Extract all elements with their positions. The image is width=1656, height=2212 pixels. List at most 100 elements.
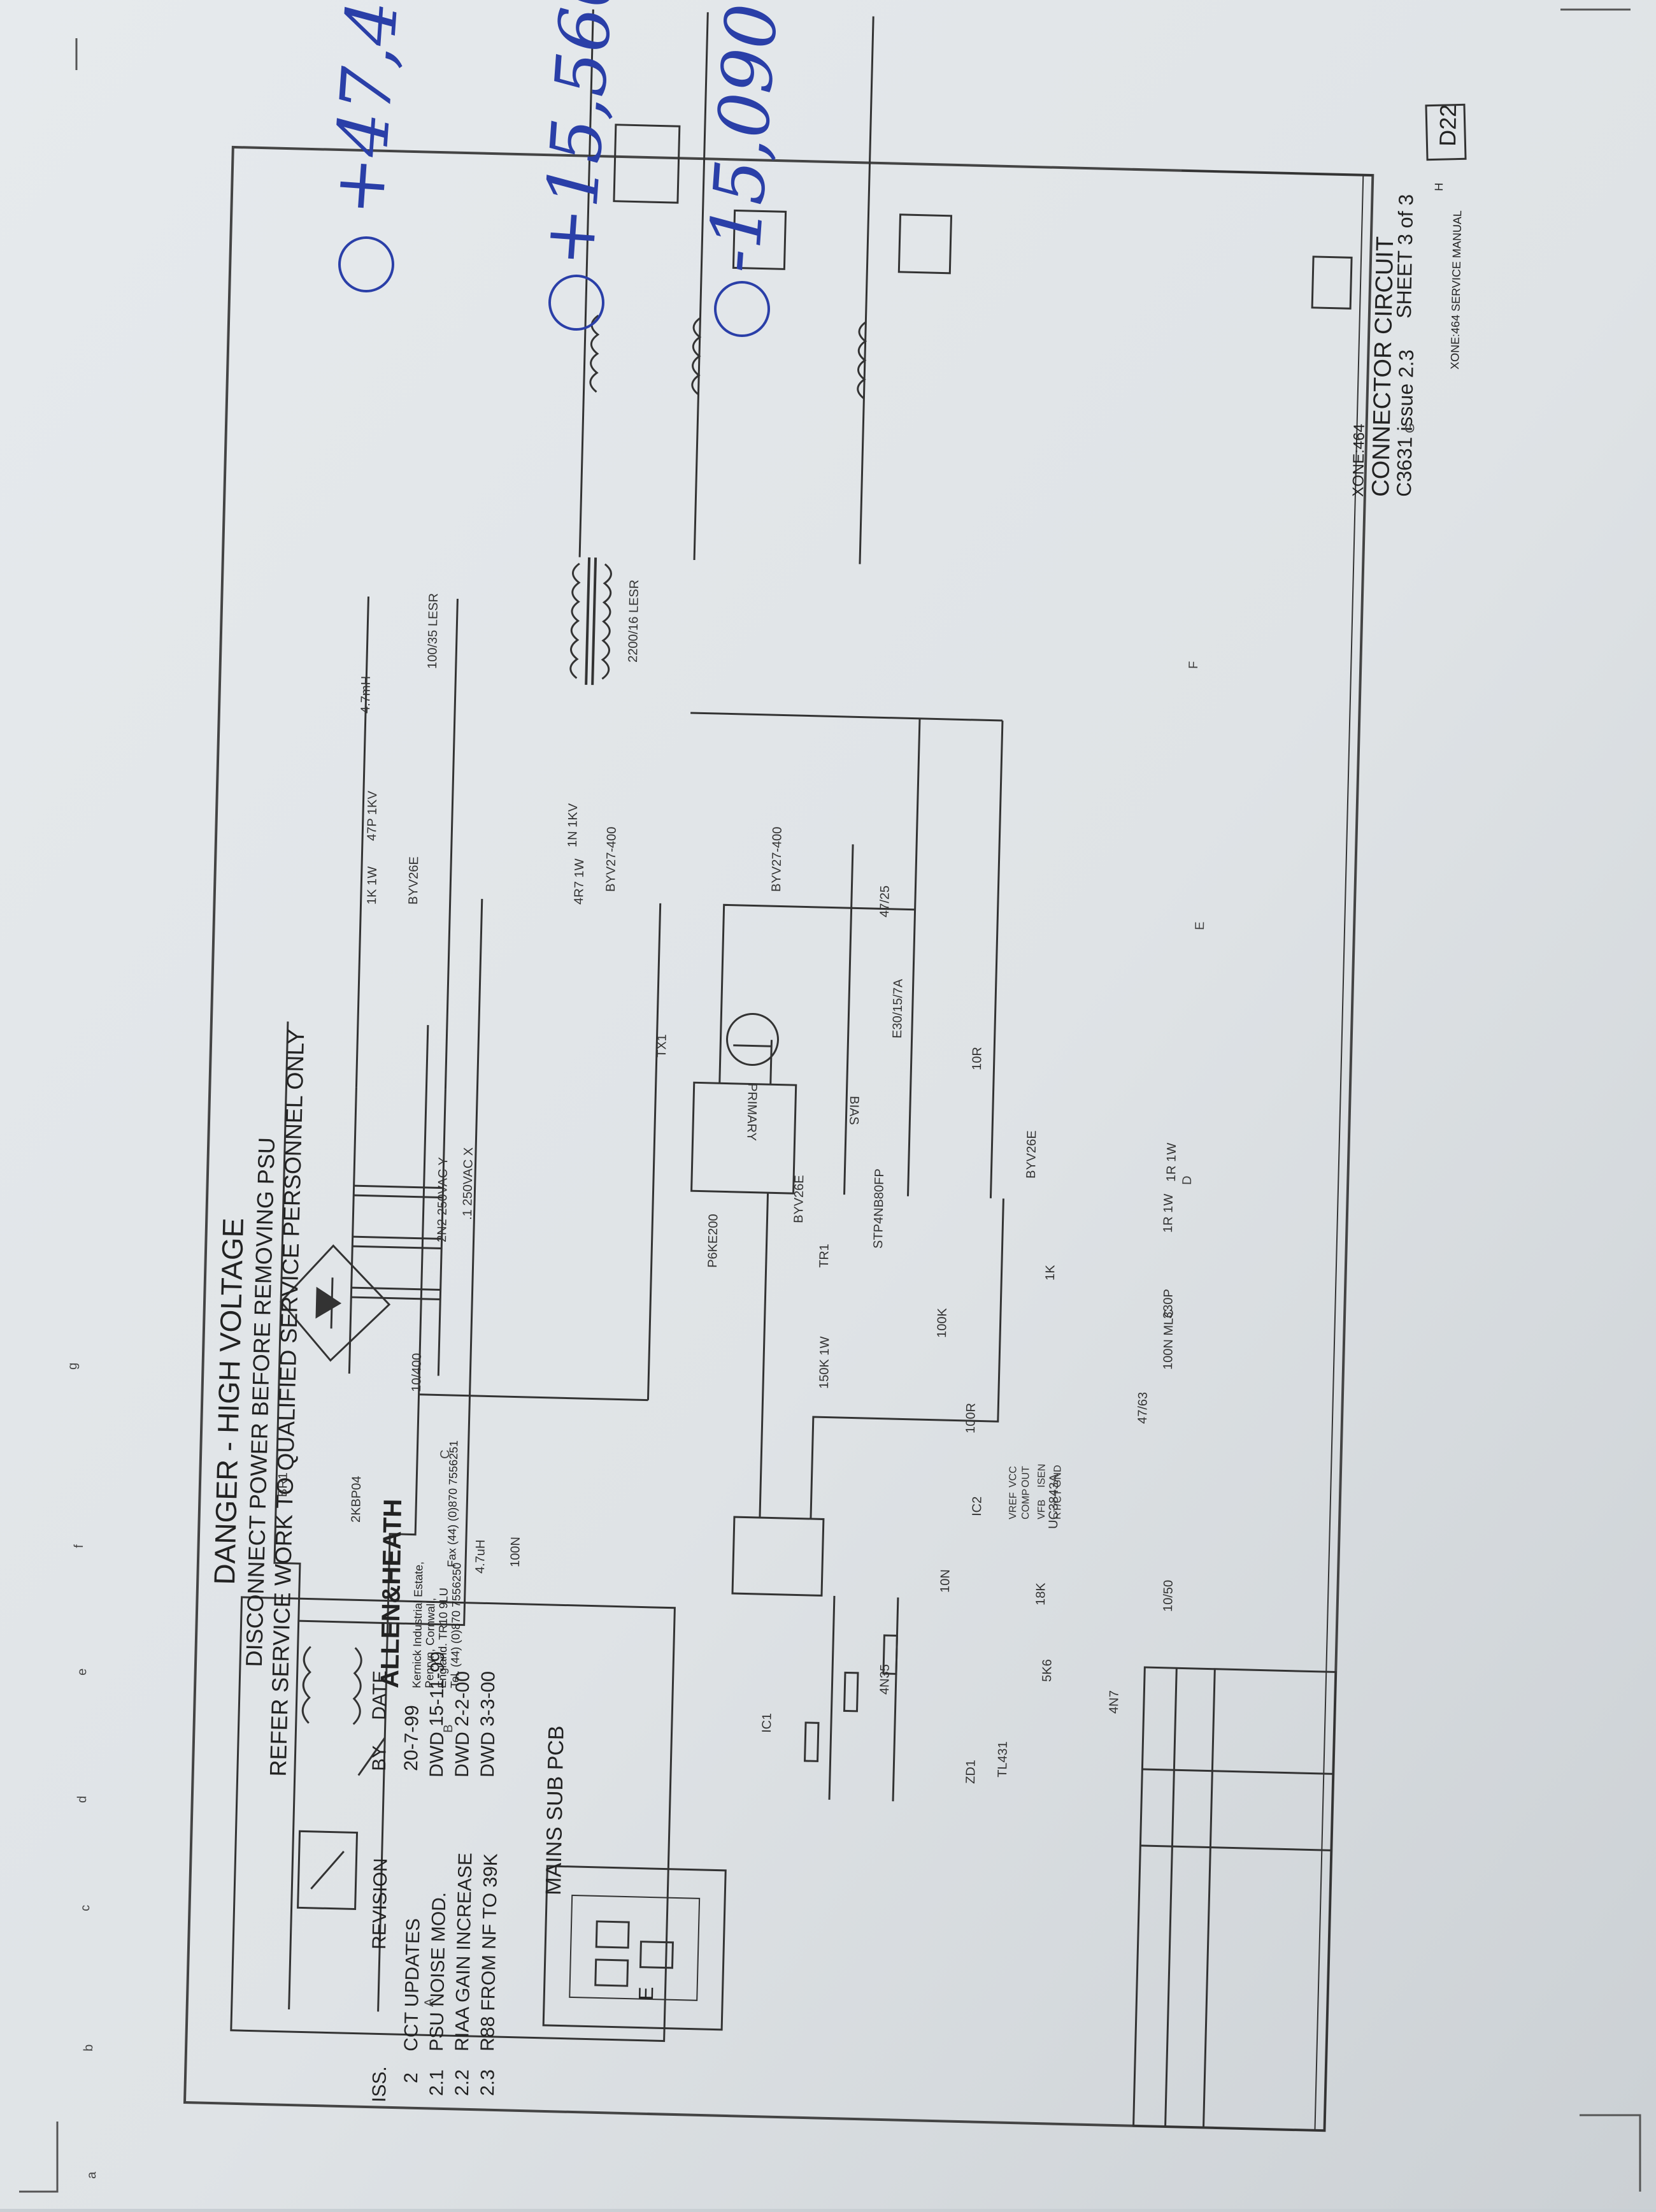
- grid-letter-e: E: [1193, 921, 1207, 930]
- rev-header-revision: REVISION: [369, 1858, 391, 1950]
- handwritten-annotations: [338, 236, 770, 337]
- label-cap-x: .1 250VAC X: [460, 1147, 476, 1221]
- edge-letter-a: a: [85, 2171, 99, 2179]
- label-c29: 10N: [938, 1569, 953, 1593]
- ic-pin-vref: VREF: [1008, 1492, 1019, 1519]
- mosfet-tr1: [725, 1013, 779, 1066]
- rev-row3-iss: 2.2: [452, 2069, 473, 2096]
- grid-letter-g: G: [1403, 423, 1417, 433]
- label-c28: 330P: [1161, 1289, 1176, 1319]
- rev-row1-iss: 2: [401, 2072, 422, 2083]
- ic-pin-out: OUT: [1020, 1466, 1032, 1488]
- label-tx1-part: E30/15/7A: [890, 979, 906, 1038]
- bridge-rectifier: [280, 1244, 391, 1362]
- label-c41: 1N 1KV: [566, 803, 580, 847]
- label-bias: BIAS: [846, 1096, 861, 1125]
- mains-sub-pcb-box: [230, 1596, 676, 2043]
- label-r87: 10R: [970, 1047, 985, 1070]
- circle-47v: [338, 236, 394, 292]
- output-rail-47v: [578, 9, 600, 557]
- tb-sheet: SHEET 3 of 3: [1392, 194, 1417, 319]
- company-address2: Penryn, Cornwall,: [423, 1598, 437, 1688]
- circle-neg: [714, 281, 770, 337]
- label-l5: 4.7uH: [473, 1539, 488, 1574]
- label-d10: BYV26E: [406, 856, 421, 905]
- circle-pos: [548, 275, 604, 331]
- tb-title: CONNECTOR CIRCUIT: [1367, 236, 1399, 498]
- label-mosfet-ref: TR1: [817, 1244, 832, 1268]
- label-d1: BYV26E: [792, 1175, 806, 1223]
- label-c39: 47/63: [1136, 1392, 1150, 1424]
- label-c26: 4N7: [1107, 1690, 1122, 1714]
- grid-letter-c: C: [438, 1449, 452, 1459]
- rev-row3-rev: RIAA GAIN INCREASE: [452, 1853, 476, 2051]
- edge-letter-f: f: [72, 1544, 86, 1548]
- label-r79: 4R7 1W: [572, 858, 587, 905]
- rev-row4-iss: 2.3: [477, 2069, 499, 2096]
- rev-row2-rev: PSU NOISE MOD.: [426, 1892, 450, 2052]
- label-cap-bulk: 10/400: [410, 1353, 424, 1393]
- rev-header-date: DATE: [369, 1670, 390, 1720]
- label-d8: BYV27-400: [769, 826, 785, 892]
- page-number-box: [1425, 103, 1467, 161]
- controller-ic2: [690, 1081, 797, 1195]
- label-controller-ref: IC2: [970, 1497, 985, 1517]
- label-controller: UC3843A: [1046, 1473, 1062, 1529]
- company-tel: Tel. (44) (0)870 7556250: [448, 1563, 463, 1688]
- label-r83: 150K 1W: [817, 1336, 832, 1389]
- edge-letter-c: c: [78, 1905, 92, 1911]
- rev-row4-by: DWD: [477, 1732, 499, 1778]
- label-r81: 1R 1W: [1164, 1142, 1179, 1182]
- label-cap-y: 2N2 250VAC Y: [435, 1157, 450, 1242]
- rev-row4-rev: R88 FROM NF TO 39K: [477, 1853, 501, 2051]
- label-c36: 100N: [508, 1537, 523, 1567]
- grid-letter-d: D: [1180, 1175, 1194, 1185]
- output-rail-negative: [857, 16, 953, 564]
- iec-inlet: [542, 1865, 727, 2031]
- handwritten-v1: +47,4V: [317, 0, 417, 218]
- label-opto: 4N35: [878, 1664, 892, 1695]
- rev-row2-iss: 2.1: [426, 2069, 448, 2096]
- label-c45: 100/35 LESR: [425, 593, 441, 669]
- ic-pin-gnd: GND: [1052, 1465, 1064, 1488]
- edge-letter-e: e: [75, 1669, 89, 1676]
- label-c46: 100N MLC: [1161, 1309, 1176, 1370]
- tb-drawing: C3631 issue 2.3: [1392, 349, 1418, 497]
- label-opto-ref: IC1: [760, 1713, 774, 1734]
- ic-pin-isen: ISEN: [1036, 1463, 1048, 1488]
- transformer-tx1: [569, 557, 612, 686]
- label-c52: 47/25: [878, 886, 892, 917]
- bulk-capacitors: [351, 1184, 443, 1301]
- label-primary: PRIMARY: [744, 1083, 759, 1141]
- label-r72: 18K: [1034, 1582, 1048, 1605]
- rev-row1-rev: CCT UPDATES: [401, 1918, 424, 2051]
- tb-zone-h: H: [1432, 183, 1445, 191]
- rev-row3-by: DWD: [452, 1732, 473, 1778]
- rev-row2-date: 15-11-99: [426, 1651, 448, 1727]
- earth-label: E: [634, 1986, 657, 2000]
- company-address1: Kernick Industrial Estate,: [410, 1562, 425, 1688]
- rotated-drawing: [183, 9, 1374, 2132]
- rev-row3-date: 2-2-00: [452, 1671, 474, 1727]
- mains-switch: [297, 1830, 359, 1911]
- label-d11: P6KE200: [706, 1214, 720, 1268]
- grid-letter-a: A: [422, 1998, 436, 2007]
- label-r78: 1K 1W: [365, 866, 380, 905]
- ic-pin-vfb: VFB: [1036, 1500, 1048, 1519]
- label-c48: 47P 1KV: [365, 790, 380, 841]
- edge-letter-b: b: [82, 2044, 96, 2052]
- company-address3: England. TR10 9LU: [436, 1588, 450, 1688]
- label-tx1: TX1: [655, 1034, 669, 1058]
- tb-page: D22: [1434, 104, 1461, 147]
- edge-letter-g: g: [66, 1363, 80, 1370]
- ic-pin-rtct: RT/CT: [1052, 1490, 1064, 1519]
- grid-letter-b: B: [441, 1724, 455, 1733]
- company-logo: ALLEN&HEATH: [376, 1498, 407, 1688]
- label-inductor: 4.7mH: [359, 676, 373, 714]
- rev-row1-date: 20-7-99: [401, 1705, 423, 1771]
- label-shunt: TL431: [996, 1741, 1010, 1778]
- label-d7: BYV27-400: [604, 826, 619, 892]
- opto-ic1: [731, 1516, 825, 1597]
- label-c44: 2200/16 LESR: [626, 580, 641, 663]
